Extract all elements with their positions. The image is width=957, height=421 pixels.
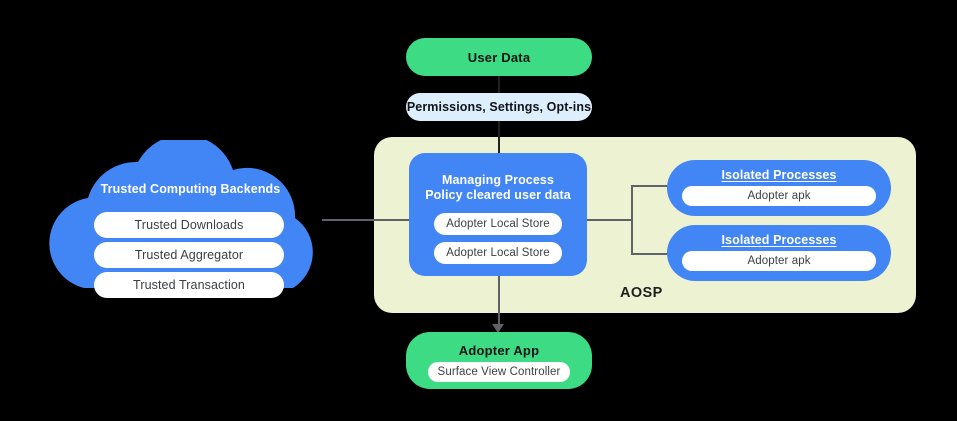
isolated-process-title-1: Isolated Processes [721,168,837,182]
connector-managing-to-adopter-app [498,276,500,326]
trusted-computing-backends-cloud[interactable]: Trusted Computing Backends Trusted Downl… [38,140,343,305]
aosp-region-label: AOSP [620,285,663,301]
managing-process-item-adopter-local-store-1[interactable]: Adopter Local Store [434,213,562,235]
arrowhead-down-icon [492,324,504,333]
user-data-box[interactable]: User Data [406,38,592,76]
connector-bracket-to-isolated-2 [631,253,667,255]
adopter-app-box[interactable]: Adopter App Surface View Controller [406,332,592,389]
connector-managing-to-bracket [587,219,633,221]
connector-bracket-to-isolated-1 [631,185,667,187]
isolated-process-title-2: Isolated Processes [721,233,837,247]
connector-cloud-to-managing-process [322,219,412,221]
user-data-label: User Data [467,50,531,65]
connector-permissions-to-managing-process [498,120,500,153]
isolated-process-box-2[interactable]: Isolated Processes Adopter apk [667,225,891,281]
connector-userdata-to-permissions [498,75,500,94]
managing-process-box[interactable]: Managing Process Policy cleared user dat… [409,153,587,276]
managing-process-item-adopter-local-store-2[interactable]: Adopter Local Store [434,242,562,264]
managing-process-title-line1: Managing Process [441,173,555,187]
managing-process-title-line2: Policy cleared user data [425,188,571,202]
adopter-app-item-surface-view-controller[interactable]: Surface View Controller [428,362,570,382]
cloud-title: Trusted Computing Backends [100,182,281,196]
cloud-item-trusted-transaction[interactable]: Trusted Transaction [94,272,284,298]
isolated-process-item-adopter-apk-1[interactable]: Adopter apk [682,186,876,206]
bracket-vertical [631,185,633,255]
adopter-app-title: Adopter App [458,343,540,358]
cloud-item-trusted-aggregator[interactable]: Trusted Aggregator [94,242,284,268]
permissions-settings-optins-pill[interactable]: Permissions, Settings, Opt-ins [406,93,592,121]
isolated-process-item-adopter-apk-2[interactable]: Adopter apk [682,251,876,271]
isolated-process-box-1[interactable]: Isolated Processes Adopter apk [667,160,891,216]
cloud-item-trusted-downloads[interactable]: Trusted Downloads [94,212,284,238]
